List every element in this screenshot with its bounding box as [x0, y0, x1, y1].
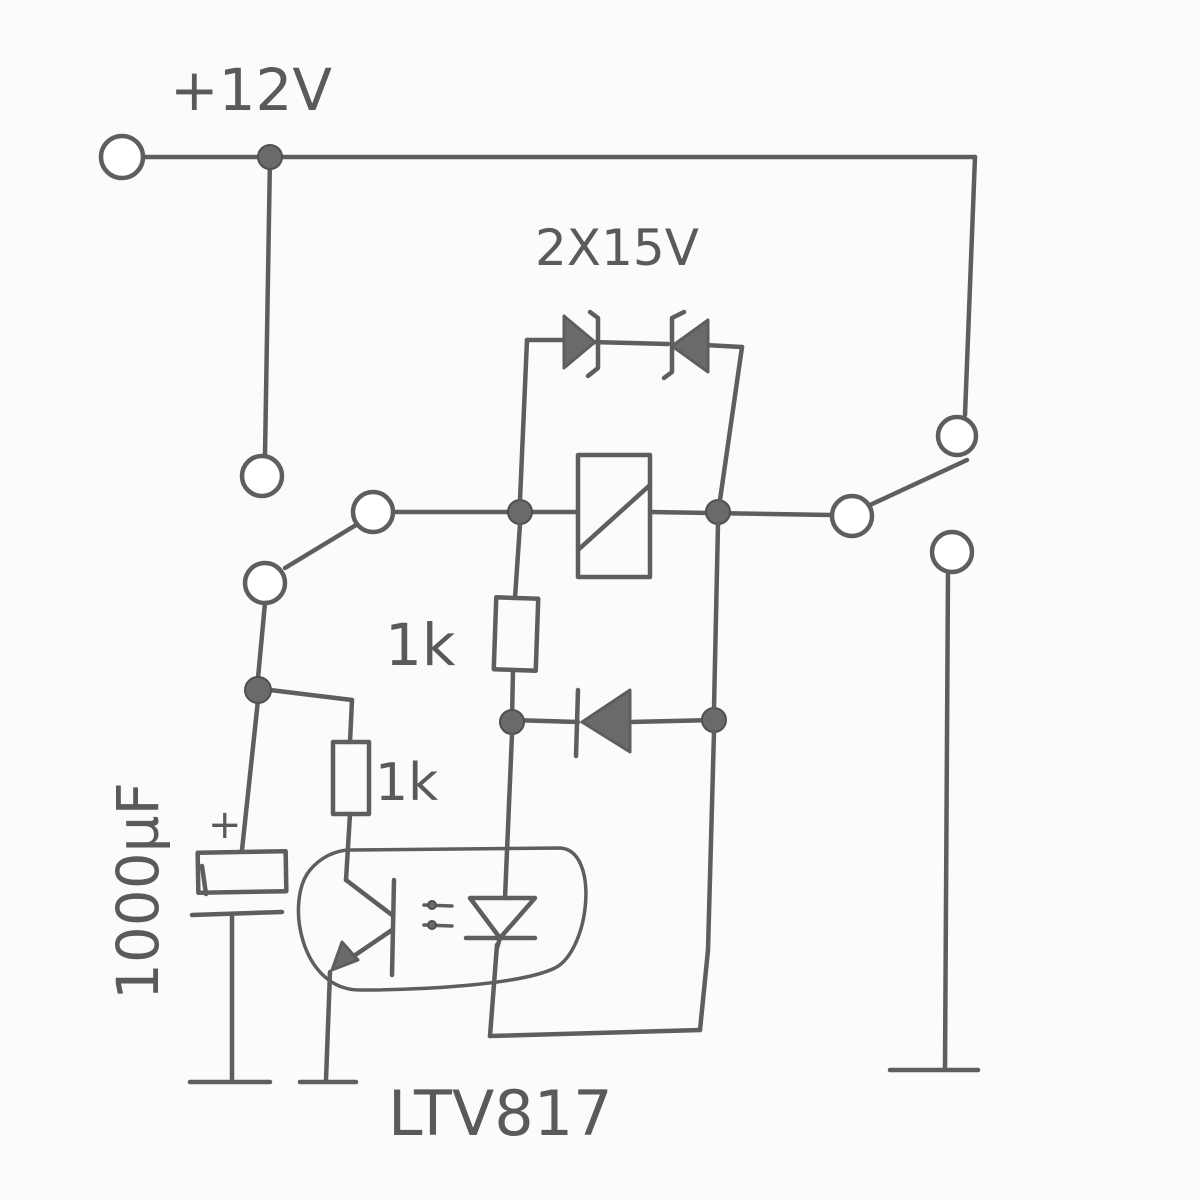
right-return-wire: [487, 521, 721, 1039]
junction-coil-right: [705, 499, 731, 525]
junction-diode-right: [701, 707, 727, 733]
freewheel-diode: [509, 687, 718, 759]
right-switch-top-terminal: [935, 414, 979, 458]
right-switch-bottom-terminal: [929, 529, 975, 575]
right-switch-common-terminal: [829, 493, 875, 539]
optocoupler-label: LTV817: [388, 1077, 613, 1150]
phototransistor-collector: [343, 877, 395, 918]
left-switch-lower-terminal: [242, 560, 288, 606]
junction-capacitor: [244, 676, 272, 704]
left-switch-middle-terminal: [350, 489, 396, 535]
resistor-lower-label: 1k: [375, 753, 438, 813]
junction-supply: [257, 144, 283, 170]
resistor-upper-label: 1k: [385, 611, 456, 679]
zener-diode-left: [562, 309, 601, 379]
optocoupler-led: [463, 895, 538, 951]
junction-coil-left: [507, 499, 533, 525]
optocoupler-light-arrows: [422, 900, 454, 930]
resistor-lower: [330, 739, 372, 883]
left-switch-top-terminal: [239, 453, 285, 499]
supply-rail: [142, 154, 978, 458]
led-anode-wire: [502, 731, 515, 901]
left-switch: [239, 453, 396, 606]
resistor-upper: [491, 521, 541, 721]
zener-diode-right: [661, 309, 710, 381]
supply-voltage-label: +12V: [170, 56, 332, 124]
capacitor-1000uf: [189, 848, 289, 918]
capacitor-polarity-mark: +: [208, 802, 242, 848]
optocoupler: [296, 846, 588, 1085]
relay-coil: [575, 452, 653, 580]
supply-input-terminal: [98, 133, 146, 181]
capacitor-label: 1000µF: [104, 782, 172, 1000]
capacitor-branch: [187, 600, 355, 1085]
zener-label: 2X15V: [535, 219, 699, 277]
emitter-to-ground: [323, 969, 333, 1083]
phototransistor-emitter-arrow: [330, 940, 360, 972]
phototransistor-base: [389, 877, 397, 978]
coil-line: [390, 509, 835, 518]
junction-diode-left: [499, 709, 525, 735]
right-switch: [829, 414, 981, 1073]
optocoupler-outline: [296, 846, 588, 992]
zener-pair: [517, 337, 745, 503]
